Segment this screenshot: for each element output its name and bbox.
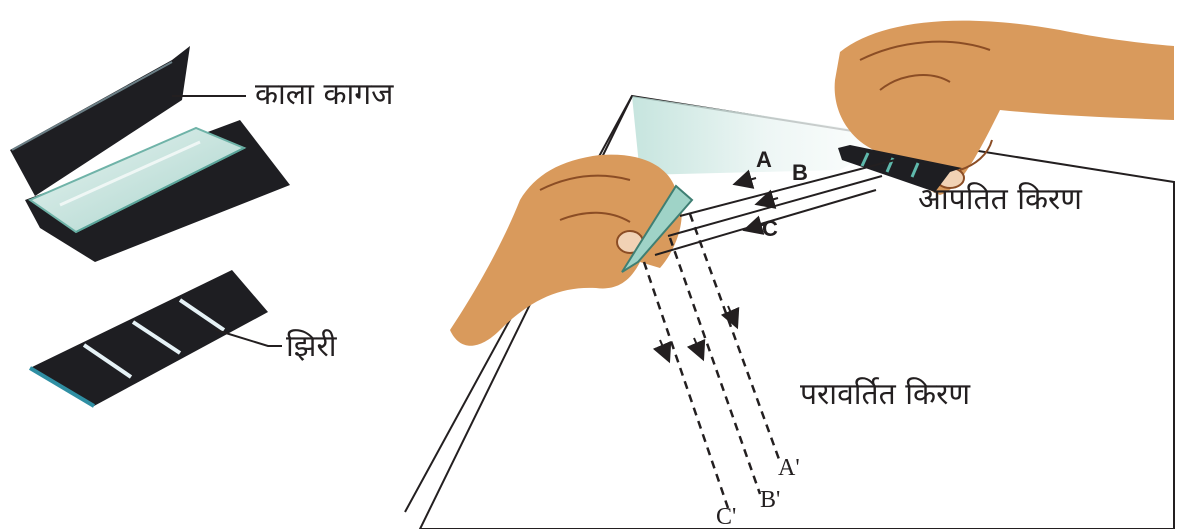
label-ray-b: B (792, 162, 808, 184)
label-ray-c-prime: C' (716, 505, 736, 529)
black-paper-mirror (10, 46, 290, 262)
slit-card (30, 270, 282, 406)
label-ray-c: C (762, 218, 778, 240)
label-ray-a-prime: A' (778, 456, 800, 480)
label-incident-rays: आपतित किरण (918, 185, 1082, 215)
slit-pointer (216, 330, 282, 346)
label-ray-a: A (756, 149, 772, 171)
label-ray-b-prime: B' (760, 488, 780, 512)
label-black-paper: काला कागज (255, 80, 393, 110)
label-slit: झिरी (286, 332, 337, 362)
label-reflected-rays: परावर्तित किरण (800, 380, 970, 410)
